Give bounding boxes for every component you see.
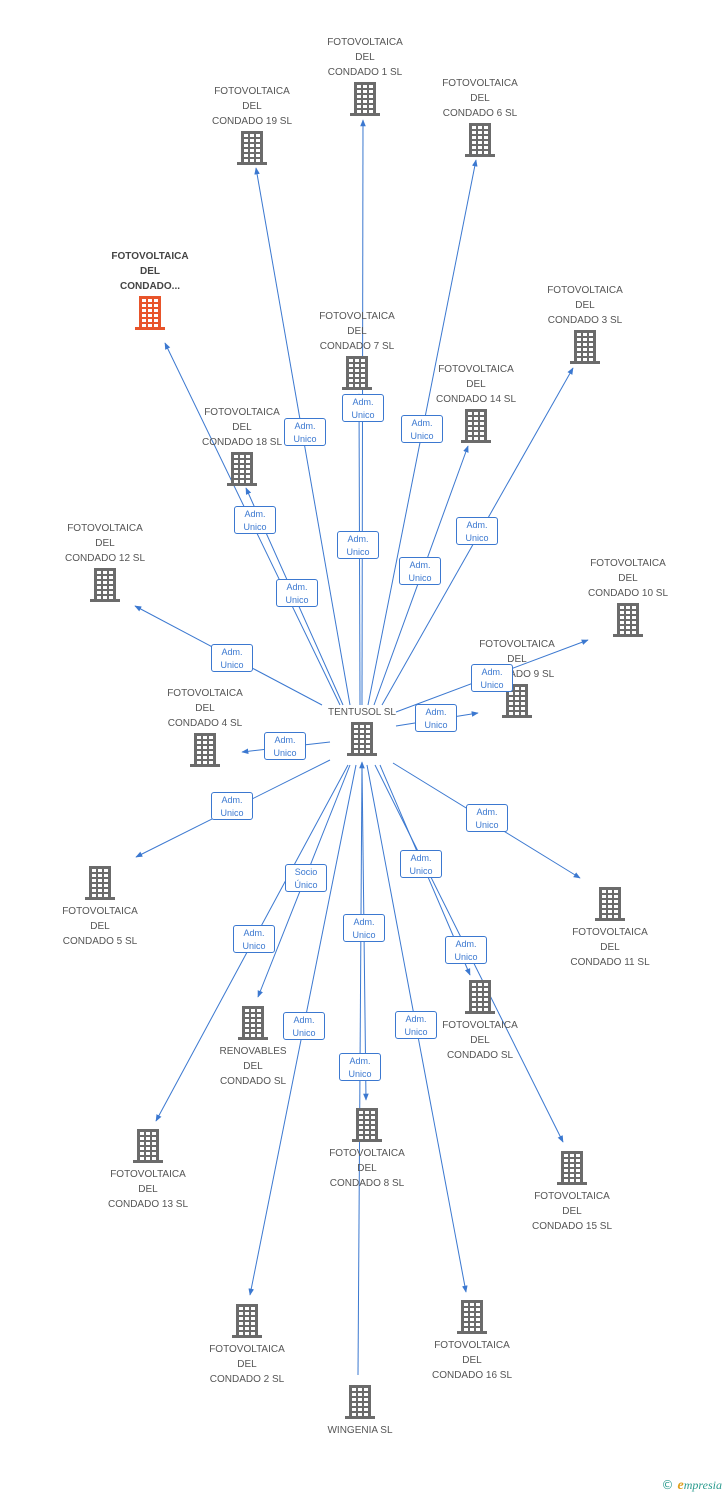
building-icon [302, 722, 422, 756]
node-label: FOTOVOLTAICA DEL CONDADO 19 SL [211, 86, 293, 127]
edge-label-tentusol-to-fc13[interactable]: Adm. Unico [233, 925, 275, 953]
edge-label-tentusol-to-fc6[interactable]: Adm. Unico [401, 415, 443, 443]
edge-label-tentusol-to-fc3[interactable]: Adm. Unico [456, 517, 498, 545]
node-label: FOTOVOLTAICA DEL CONDADO 7 SL [319, 311, 395, 352]
building-icon [457, 684, 577, 718]
building-icon [412, 1300, 532, 1334]
node-label: WINGENIA SL [327, 1425, 393, 1436]
node-label: FOTOVOLTAICA DEL CONDADO SL [442, 1020, 518, 1061]
building-icon [420, 980, 540, 1014]
building-icon [512, 1151, 632, 1185]
edge-label-tentusol-to-fc5[interactable]: Adm. Unico [211, 792, 253, 820]
edge-label-tentusol-to-fc19[interactable]: Adm. Unico [284, 418, 326, 446]
node-tentusol[interactable]: TENTUSOL SL [302, 705, 422, 756]
node-fc18[interactable]: FOTOVOLTAICA DEL CONDADO 18 SL [182, 405, 302, 486]
node-label: FOTOVOLTAICA DEL CONDADO 10 SL [587, 558, 669, 599]
node-fc16[interactable]: FOTOVOLTAICA DEL CONDADO 16 SL [412, 1300, 532, 1383]
node-fc14[interactable]: FOTOVOLTAICA DEL CONDADO 14 SL [416, 362, 536, 443]
building-icon [90, 296, 210, 330]
node-fc2[interactable]: FOTOVOLTAICA DEL CONDADO 2 SL [187, 1304, 307, 1387]
node-label: FOTOVOLTAICA DEL CONDADO 2 SL [209, 1344, 285, 1385]
node-label: FOTOVOLTAICA DEL CONDADO 13 SL [107, 1169, 189, 1210]
building-icon [182, 452, 302, 486]
building-icon [40, 866, 160, 900]
node-fc3[interactable]: FOTOVOLTAICA DEL CONDADO 3 SL [525, 283, 645, 364]
node-label: FOTOVOLTAICA DEL CONDADO 5 SL [62, 906, 138, 947]
node-fc8[interactable]: FOTOVOLTAICA DEL CONDADO 8 SL [307, 1108, 427, 1191]
node-fc10[interactable]: FOTOVOLTAICA DEL CONDADO 10 SL [568, 556, 688, 637]
node-fc7[interactable]: FOTOVOLTAICA DEL CONDADO 7 SL [297, 309, 417, 390]
edge-label-tentusol-to-fc11[interactable]: Adm. Unico [466, 804, 508, 832]
building-icon [300, 1385, 420, 1419]
edge-label-tentusol-to-fc1[interactable]: Adm. Unico [342, 394, 384, 422]
node-fc11[interactable]: FOTOVOLTAICA DEL CONDADO 11 SL [550, 887, 670, 970]
node-label: TENTUSOL SL [328, 707, 396, 718]
node-label: FOTOVOLTAICA DEL CONDADO 14 SL [435, 364, 517, 405]
node-fc13[interactable]: FOTOVOLTAICA DEL CONDADO 13 SL [88, 1129, 208, 1212]
node-label: FOTOVOLTAICA DEL CONDADO 8 SL [329, 1148, 405, 1189]
node-fc15[interactable]: FOTOVOLTAICA DEL CONDADO 15 SL [512, 1151, 632, 1234]
node-label: FOTOVOLTAICA DEL CONDADO 3 SL [547, 285, 623, 326]
edge-label-tentusol-to-fcsl[interactable]: Adm. Unico [400, 850, 442, 878]
building-icon [193, 1006, 313, 1040]
edge-label-tentusol-to-fc7[interactable]: Adm. Unico [337, 531, 379, 559]
building-icon [88, 1129, 208, 1163]
edge-label-tentusol-to-fc12[interactable]: Adm. Unico [211, 644, 253, 672]
node-fcsl[interactable]: FOTOVOLTAICA DEL CONDADO SL [420, 980, 540, 1063]
building-icon [297, 356, 417, 390]
node-fcx[interactable]: FOTOVOLTAICA DEL CONDADO... [90, 249, 210, 330]
node-label: FOTOVOLTAICA DEL CONDADO 11 SL [570, 927, 650, 968]
building-icon [305, 82, 425, 116]
building-icon [307, 1108, 427, 1142]
edge-label-tentusol-to-fc16[interactable]: Adm. Unico [395, 1011, 437, 1039]
node-fc1[interactable]: FOTOVOLTAICA DEL CONDADO 1 SL [305, 35, 425, 116]
node-fc4[interactable]: FOTOVOLTAICA DEL CONDADO 4 SL [145, 686, 265, 767]
brand-name: mpresia [683, 1478, 722, 1492]
edge-label-tentusol-to-fc14[interactable]: Adm. Unico [399, 557, 441, 585]
edge-label-tentusol-to-ren[interactable]: Socio Único [285, 864, 327, 892]
node-fc12[interactable]: FOTOVOLTAICA DEL CONDADO 12 SL [45, 521, 165, 602]
building-icon [416, 409, 536, 443]
node-label: FOTOVOLTAICA DEL CONDADO 1 SL [327, 37, 403, 78]
node-win[interactable]: WINGENIA SL [300, 1385, 420, 1438]
copyright-icon: © [661, 1478, 674, 1492]
node-ren[interactable]: RENOVABLES DEL CONDADO SL [193, 1006, 313, 1089]
building-icon [420, 123, 540, 157]
edge-label-tentusol-to-fc2[interactable]: Adm. Unico [283, 1012, 325, 1040]
brand-initial: e [677, 1478, 684, 1493]
building-icon [187, 1304, 307, 1338]
edge-label-tentusol-to-fc10[interactable]: Adm. Unico [471, 664, 513, 692]
edge-label-tentusol-to-fc18[interactable]: Adm. Unico [276, 579, 318, 607]
building-icon [45, 568, 165, 602]
node-label: FOTOVOLTAICA DEL CONDADO... [111, 251, 189, 292]
node-label: FOTOVOLTAICA DEL CONDADO 4 SL [167, 688, 243, 729]
node-label: FOTOVOLTAICA DEL CONDADO 6 SL [442, 78, 518, 119]
building-icon [568, 603, 688, 637]
node-label: FOTOVOLTAICA DEL CONDADO 16 SL [431, 1340, 513, 1381]
edge-label-tentusol-to-fc15[interactable]: Adm. Unico [445, 936, 487, 964]
node-fc19[interactable]: FOTOVOLTAICA DEL CONDADO 19 SL [192, 84, 312, 165]
edge-label-tentusol-to-fc4[interactable]: Adm. Unico [264, 732, 306, 760]
edge-label-tentusol-to-fc8[interactable]: Adm. Unico [343, 914, 385, 942]
building-icon [192, 131, 312, 165]
edge-label-win-to-tentusol[interactable]: Adm. Unico [339, 1053, 381, 1081]
building-icon [525, 330, 645, 364]
node-label: FOTOVOLTAICA DEL CONDADO 15 SL [531, 1191, 613, 1232]
node-label: FOTOVOLTAICA DEL CONDADO 18 SL [201, 407, 283, 448]
node-fc6[interactable]: FOTOVOLTAICA DEL CONDADO 6 SL [420, 76, 540, 157]
node-label: RENOVABLES DEL CONDADO SL [219, 1046, 287, 1087]
edge-label-tentusol-to-fc9[interactable]: Adm. Unico [415, 704, 457, 732]
node-fc5[interactable]: FOTOVOLTAICA DEL CONDADO 5 SL [40, 866, 160, 949]
edge-label-tentusol-to-fcx[interactable]: Adm. Unico [234, 506, 276, 534]
node-label: FOTOVOLTAICA DEL CONDADO 12 SL [64, 523, 146, 564]
building-icon [145, 733, 265, 767]
footer-brand[interactable]: ©empresia [662, 1478, 722, 1494]
building-icon [550, 887, 670, 921]
